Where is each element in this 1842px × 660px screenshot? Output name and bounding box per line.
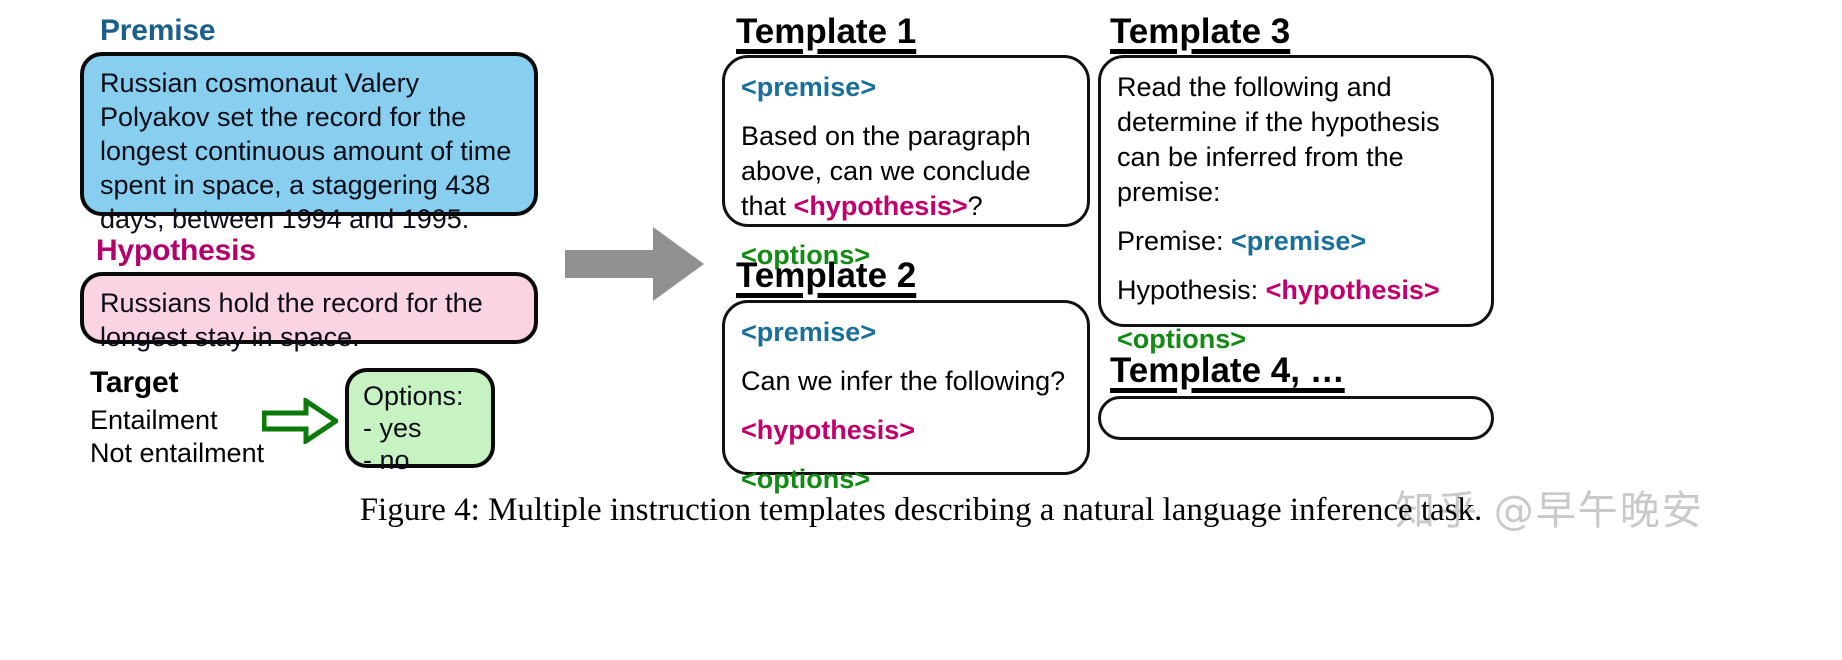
hypothesis-placeholder-token: <hypothesis> <box>1265 275 1440 305</box>
hypothesis-placeholder-token: <hypothesis> <box>741 415 916 445</box>
options-item-no: - no <box>363 445 410 475</box>
hypothesis-label: Hypothesis <box>96 234 256 267</box>
hypothesis-placeholder-token: <hypothesis> <box>793 191 968 221</box>
template-1-title: Template 1 <box>736 12 917 51</box>
template-3-line-2: Premise: <premise> <box>1117 224 1475 259</box>
premise-bubble: Russian cosmonaut Valery Polyakov set th… <box>80 52 538 234</box>
watermark: 知乎 @早午晚安 <box>1395 488 1704 534</box>
template-1-line-3: <options> <box>741 238 1071 273</box>
template-1-question-mark: ? <box>967 191 983 221</box>
template-2-line-3: <hypothesis> <box>741 413 1071 448</box>
hypothesis-bubble: Russians hold the record for the longest… <box>80 272 538 352</box>
premise-placeholder-token: <premise> <box>741 317 877 347</box>
template-1-line-1: <premise> <box>741 70 1071 105</box>
figure-caption: Figure 4: Multiple instruction templates… <box>359 492 1483 528</box>
template-2-instruction-text: Can we infer the following? <box>741 366 1066 396</box>
template-2-line-2: Can we infer the following? <box>741 364 1071 399</box>
options-placeholder-token: <options> <box>741 240 871 270</box>
options-placeholder-token: <options> <box>1117 324 1247 354</box>
template-3-line-3: Hypothesis: <hypothesis> <box>1117 273 1475 308</box>
target-label: Target <box>90 366 179 399</box>
options-bubble: Options: - yes - no <box>345 368 495 475</box>
hypothesis-text: Russians hold the record for the longest… <box>100 288 483 352</box>
green-right-arrow-icon <box>262 398 338 444</box>
premise-label: Premise <box>100 14 216 47</box>
template-3-line-1: Read the following and determine if the … <box>1117 70 1475 210</box>
premise-text: Russian cosmonaut Valery Polyakov set th… <box>100 68 512 234</box>
options-placeholder-token: <options> <box>741 464 871 494</box>
template-3-hypothesis-label: Hypothesis: <box>1117 275 1266 305</box>
template-3-line-4: <options> <box>1117 322 1475 357</box>
template-3-instruction-text: Read the following and determine if the … <box>1117 72 1440 207</box>
target-value-not-entailment: Not entailment <box>90 438 265 468</box>
target-value-entailment: Entailment <box>90 405 218 435</box>
template-2-line-4: <options> <box>741 462 1071 497</box>
options-item-yes: - yes <box>363 413 422 443</box>
gray-right-arrow-icon <box>565 225 705 303</box>
template-3-title: Template 3 <box>1110 12 1291 51</box>
template-3-premise-label: Premise: <box>1117 226 1232 256</box>
template-2-line-1: <premise> <box>741 315 1071 350</box>
premise-placeholder-token: <premise> <box>1231 226 1367 256</box>
template-4-box <box>1098 396 1494 440</box>
premise-placeholder-token: <premise> <box>741 72 877 102</box>
template-1-line-2: Based on the paragraph above, can we con… <box>741 119 1071 224</box>
template-2-box: <premise> Can we infer the following? <h… <box>722 300 1090 494</box>
template-3-box: Read the following and determine if the … <box>1098 55 1494 354</box>
template-1-instruction-text: Based on the paragraph above, can we con… <box>741 121 1031 221</box>
options-heading: Options: <box>363 381 464 411</box>
template-4-title: Template 4, … <box>1110 351 1345 390</box>
template-1-box: <premise> Based on the paragraph above, … <box>722 55 1090 270</box>
template-2-title: Template 2 <box>736 256 917 295</box>
